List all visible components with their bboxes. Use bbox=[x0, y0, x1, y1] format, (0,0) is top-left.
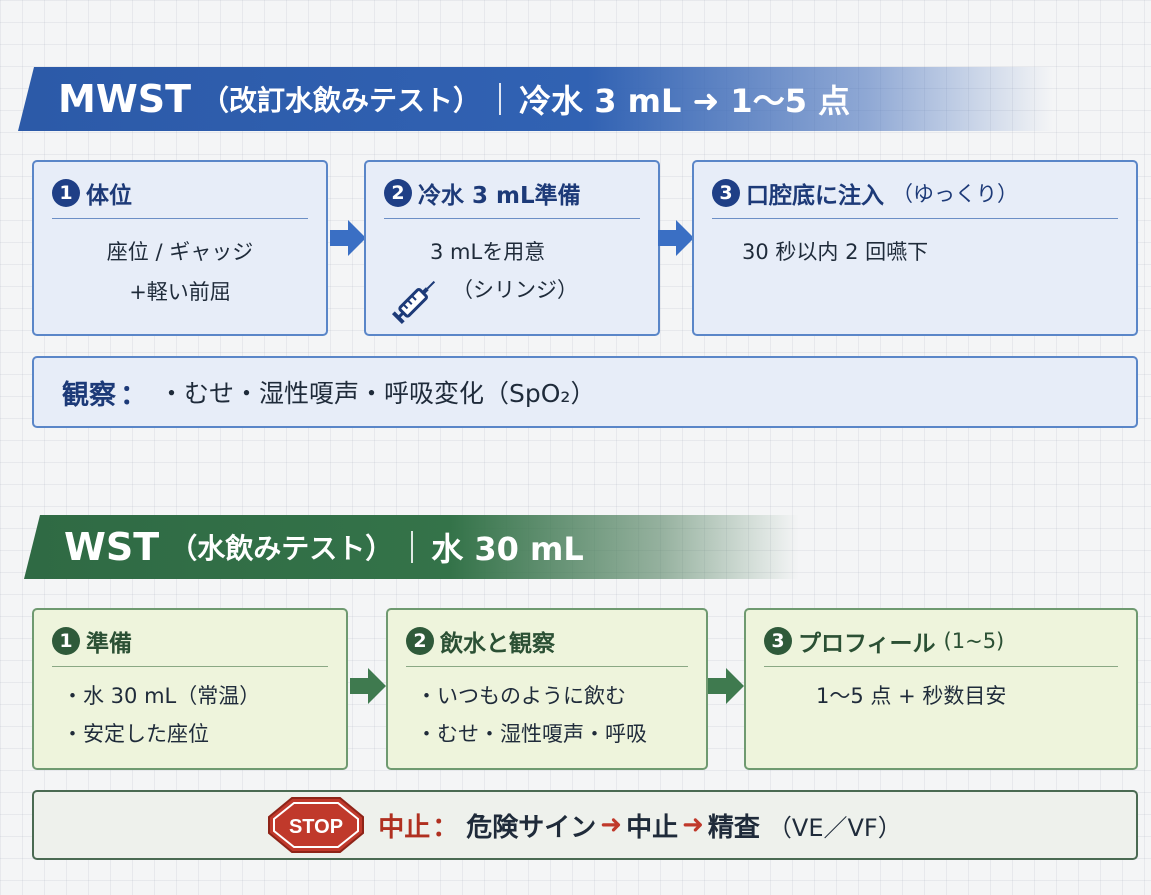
wst-step-3-title-note: (1~5) bbox=[943, 629, 1005, 653]
wst-step-2-divider bbox=[406, 666, 688, 667]
wst-banner-divider bbox=[411, 531, 414, 563]
observation-items: ・むせ・湿性嗄声・呼吸変化（SpO₂） bbox=[159, 379, 596, 408]
right-arrow-icon bbox=[350, 668, 386, 704]
observation-label: 観察 bbox=[62, 379, 116, 411]
stop-colon: ： bbox=[432, 812, 459, 843]
stop-note: （VE／VF） bbox=[767, 813, 902, 842]
mwst-banner-sub: （改訂水飲みテスト） bbox=[201, 84, 482, 117]
mwst-step-3-divider bbox=[712, 218, 1118, 219]
mwst-banner: MWST （改訂水飲みテスト） 冷水 3 mL ➜ 1〜5 点 bbox=[18, 67, 1053, 131]
mwst-banner-tail: 冷水 3 mL ➜ 1〜5 点 bbox=[519, 82, 851, 120]
wst-step-3-card: 3 プロフィール (1~5) 1〜5 点 + 秒数目安 bbox=[744, 608, 1138, 770]
mwst-step-1-number: 1 bbox=[52, 179, 80, 207]
wst-step-1-divider bbox=[52, 666, 328, 667]
wst-step-2-title: 飲水と観察 bbox=[440, 631, 555, 657]
mwst-step-1-line-1: 座位 / ギャッジ bbox=[106, 240, 254, 264]
mwst-step-2-number: 2 bbox=[384, 179, 412, 207]
mwst-banner-lead: MWST bbox=[58, 77, 192, 121]
wst-step-1-title: 準備 bbox=[86, 631, 132, 657]
wst-banner: WST （水飲みテスト） 水 30 mL bbox=[24, 515, 799, 579]
right-arrow-icon bbox=[708, 668, 744, 704]
mwst-step-2-line-2: （シリンジ） bbox=[452, 278, 578, 302]
wst-banner-tail: 水 30 mL bbox=[431, 530, 584, 568]
mwst-step-1-card: 1 体位 座位 / ギャッジ +軽い前屈 bbox=[32, 160, 328, 336]
mwst-step-2-card: 2 冷水 3 mL準備 3 mLを用意 （シリンジ） bbox=[364, 160, 660, 336]
stop-label: 中止 bbox=[378, 812, 431, 843]
right-arrow-icon bbox=[658, 220, 694, 256]
right-arrow-icon: ➜ bbox=[600, 810, 623, 840]
wst-step-2-header: 2 飲水と観察 bbox=[406, 624, 555, 658]
wst-step-3-line-1: 1〜5 点 + 秒数目安 bbox=[816, 684, 1007, 708]
mwst-step-1-divider bbox=[52, 218, 308, 219]
wst-step-1-number: 1 bbox=[52, 627, 80, 655]
right-arrow-icon: ➜ bbox=[682, 810, 704, 840]
stop-sign-text: STOP bbox=[289, 816, 343, 838]
wst-banner-lead: WST bbox=[64, 525, 160, 569]
mwst-step-3-header: 3 口腔底に注入 （ゆっくり） bbox=[712, 176, 1018, 210]
wst-step-1-card: 1 準備 ・水 30 mL（常温） ・安定した座位 bbox=[32, 608, 348, 770]
mwst-step-1-header: 1 体位 bbox=[52, 176, 132, 210]
wst-step-1-header: 1 準備 bbox=[52, 624, 132, 658]
mwst-step-1-title: 体位 bbox=[86, 183, 132, 209]
wst-banner-sub: （水飲みテスト） bbox=[169, 532, 394, 565]
right-arrow-icon bbox=[330, 220, 366, 256]
wst-step-2-card: 2 飲水と観察 ・いつものように飲む ・むせ・湿性嗄声・呼吸 bbox=[386, 608, 708, 770]
stop-step-danger-sign: 危険サイン bbox=[466, 812, 597, 843]
mwst-step-2-header: 2 冷水 3 mL準備 bbox=[384, 176, 581, 210]
wst-step-2-number: 2 bbox=[406, 627, 434, 655]
observation-bar: 観察 ： ・むせ・湿性嗄声・呼吸変化（SpO₂） bbox=[32, 356, 1138, 428]
mwst-banner-divider bbox=[499, 83, 502, 115]
mwst-step-2-title: 冷水 3 mL準備 bbox=[418, 183, 581, 209]
stop-sign-icon: STOP bbox=[268, 797, 365, 853]
wst-step-1-line-1: ・水 30 mL（常温） bbox=[62, 684, 261, 708]
wst-step-1-line-2: ・安定した座位 bbox=[62, 722, 209, 746]
wst-step-3-title: プロフィール bbox=[798, 631, 936, 657]
mwst-step-3-title-note: （ゆっくり） bbox=[892, 182, 1018, 206]
wst-step-3-number: 3 bbox=[764, 627, 792, 655]
mwst-step-1-line-2: +軽い前屈 bbox=[129, 280, 231, 304]
mwst-step-3-number: 3 bbox=[712, 179, 740, 207]
syringe-icon bbox=[391, 280, 436, 325]
stop-step-examination: 精査 bbox=[707, 812, 760, 843]
mwst-step-3-card: 3 口腔底に注入 （ゆっくり） 30 秒以内 2 回嚥下 bbox=[692, 160, 1138, 336]
wst-step-3-divider bbox=[764, 666, 1118, 667]
observation-colon: ： bbox=[120, 379, 147, 411]
mwst-step-3-title: 口腔底に注入 bbox=[746, 183, 884, 209]
wst-step-3-header: 3 プロフィール (1~5) bbox=[764, 624, 1004, 658]
mwst-step-2-divider bbox=[384, 218, 640, 219]
wst-step-2-line-2: ・むせ・湿性嗄声・呼吸 bbox=[416, 722, 647, 746]
wst-step-2-line-1: ・いつものように飲む bbox=[416, 684, 626, 708]
mwst-step-2-line-1: 3 mLを用意 bbox=[430, 240, 546, 264]
stop-step-halt: 中止 bbox=[626, 812, 679, 843]
stop-bar: STOP 中止 ： 危険サイン ➜ 中止 ➜ 精査 （VE／VF） bbox=[32, 790, 1138, 860]
mwst-step-3-line-1: 30 秒以内 2 回嚥下 bbox=[742, 240, 929, 264]
